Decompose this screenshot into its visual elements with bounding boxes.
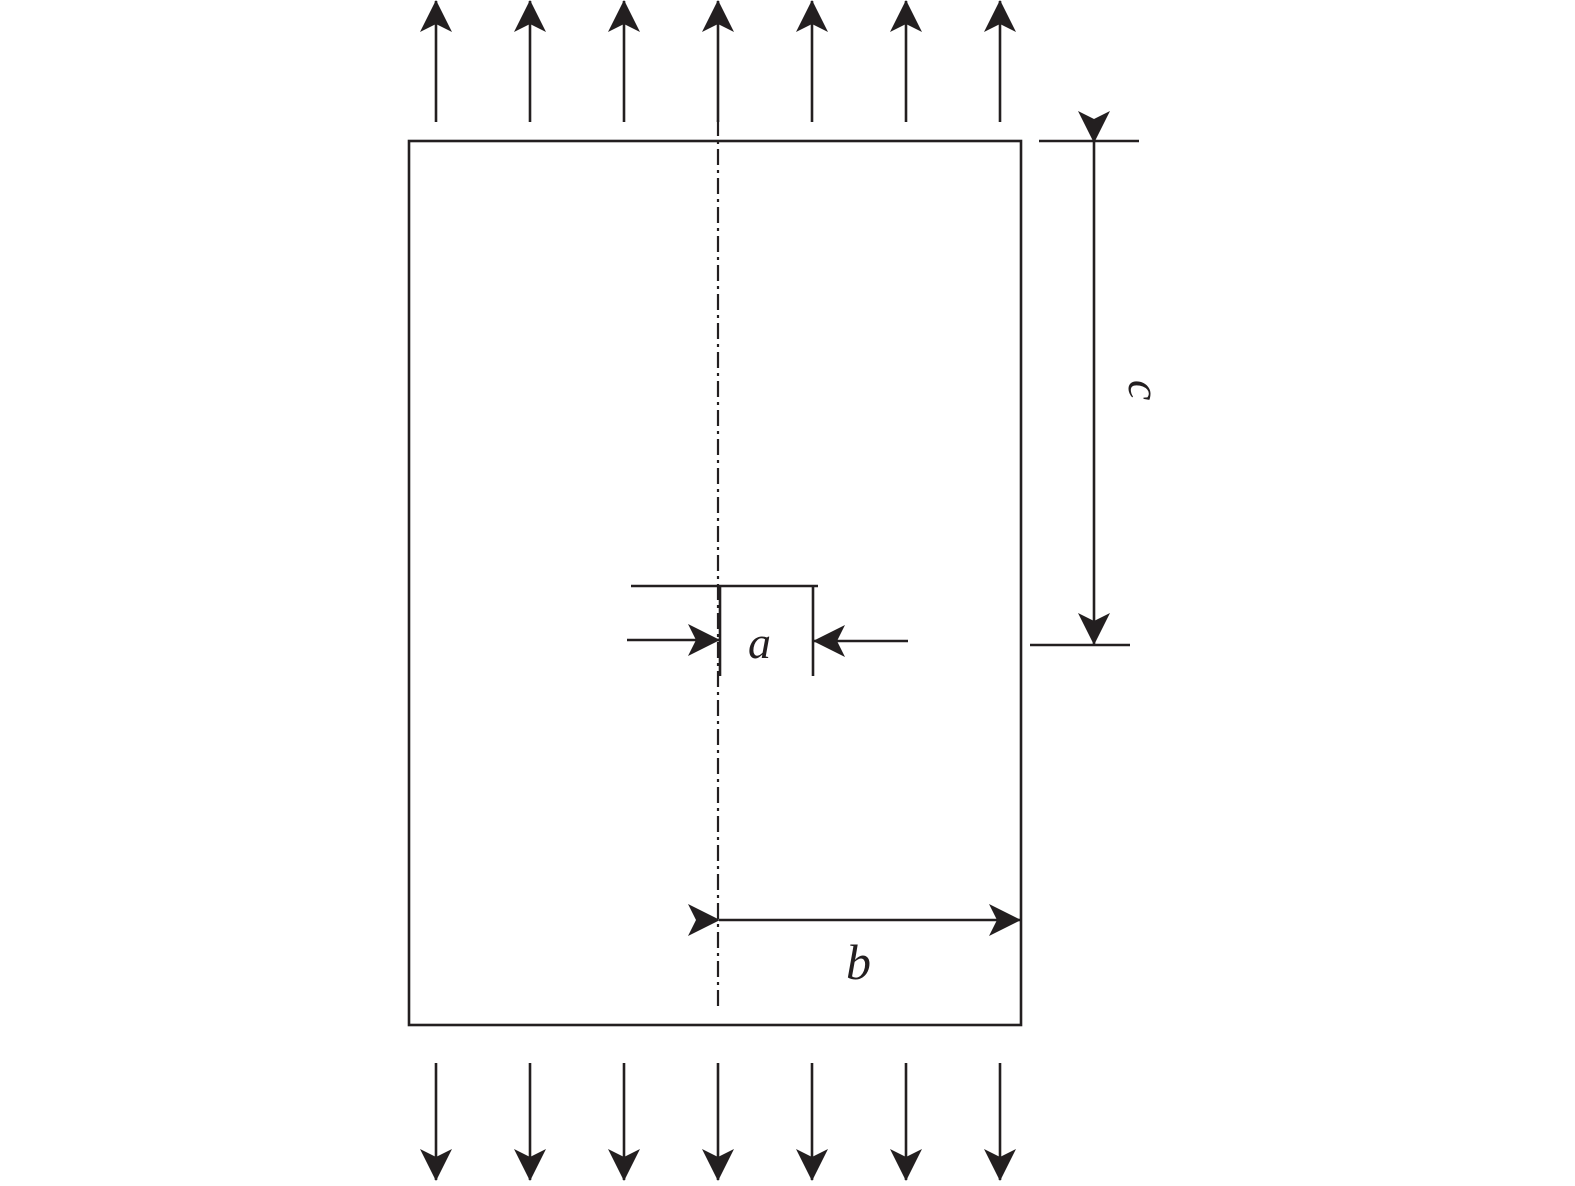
top-load-arrows <box>420 0 1016 122</box>
dimension-c: c <box>1030 111 1170 647</box>
dimension-a: a <box>627 584 908 676</box>
label-c: c <box>1119 380 1170 400</box>
dimension-b: b <box>688 904 1021 990</box>
bottom-load-arrows <box>420 1063 1016 1181</box>
label-a: a <box>748 617 771 668</box>
plate-outline <box>407 139 1023 1027</box>
label-b: b <box>846 934 871 990</box>
